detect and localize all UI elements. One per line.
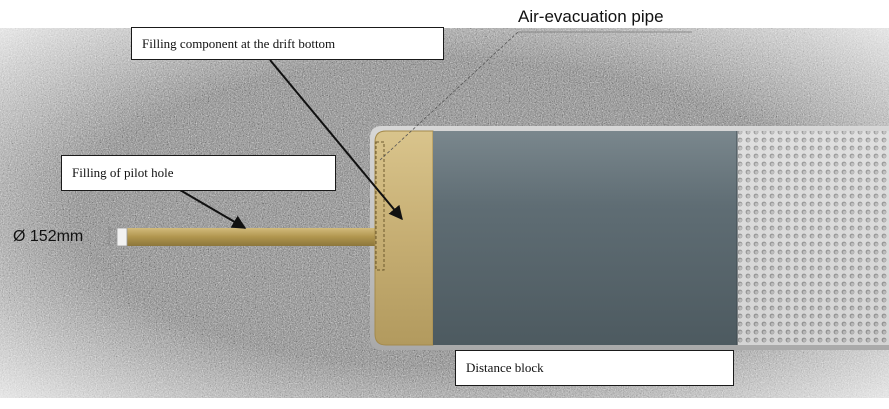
diameter-label: Ø 152mm bbox=[13, 228, 84, 245]
air-pipe-leader bbox=[379, 31, 519, 161]
filling-component-label: Filling component at the drift bottom bbox=[131, 27, 444, 60]
diameter-bracket bbox=[108, 228, 113, 246]
air-evacuation-pipe-label: Air-evacuation pipe bbox=[518, 7, 664, 26]
arrow-pilot-hole bbox=[179, 189, 247, 229]
pilot-hole-label: Filling of pilot hole bbox=[61, 155, 336, 191]
filling-component bbox=[374, 130, 434, 346]
distance-block-label: Distance block bbox=[455, 350, 734, 386]
air-evacuation-pipe bbox=[375, 141, 385, 271]
arrow-filling-component bbox=[269, 59, 403, 221]
perforated-shade bbox=[738, 131, 889, 345]
pilot-hole-cap bbox=[116, 227, 128, 247]
canister bbox=[433, 131, 737, 345]
pilot-hole-pipe bbox=[127, 228, 375, 246]
